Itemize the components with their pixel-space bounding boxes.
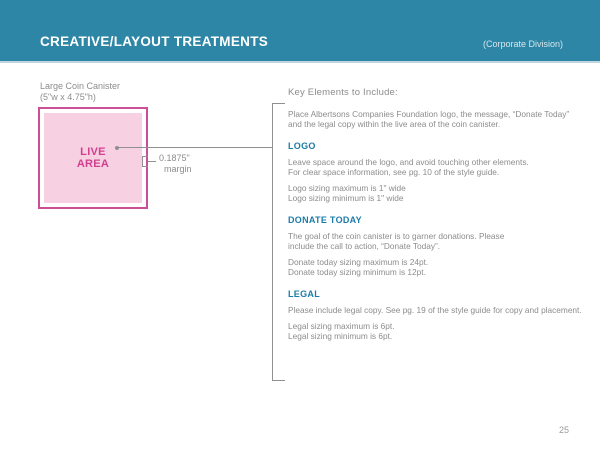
content-heading: Key Elements to Include: xyxy=(288,87,398,98)
diagram-label-dimensions: (5"w x 4.75"h) xyxy=(40,92,96,102)
body-line: Legal sizing maximum is 6pt. xyxy=(288,321,395,331)
body-line: For clear space information, see pg. 10 … xyxy=(288,167,500,177)
body-line: Leave space around the logo, and avoid t… xyxy=(288,157,529,167)
paragraph: Please include legal copy. See pg. 19 of… xyxy=(288,305,588,315)
paragraph: Donate today sizing maximum is 24pt. Don… xyxy=(288,257,588,277)
intro-line: and the legal copy within the live area … xyxy=(288,119,501,129)
page-title: CREATIVE/LAYOUT TREATMENTS xyxy=(40,34,269,49)
paragraph: Leave space around the logo, and avoid t… xyxy=(288,157,588,177)
body-line: include the call to action, “Donate Toda… xyxy=(288,241,441,251)
section-legal-title: LEGAL xyxy=(288,289,320,299)
body-line: Please include legal copy. See pg. 19 of… xyxy=(288,305,582,315)
body-line: Logo sizing maximum is 1" wide xyxy=(288,183,406,193)
header-bar: CREATIVE/LAYOUT TREATMENTS (Corporate Di… xyxy=(0,0,600,63)
paragraph: Legal sizing maximum is 6pt. Legal sizin… xyxy=(288,321,588,341)
margin-annotation: 0.1875" margin xyxy=(159,153,192,175)
diagram-label: Large Coin Canister (5"w x 4.75"h) xyxy=(40,81,120,103)
margin-bracket xyxy=(142,156,148,167)
section-donate-today: DONATE TODAY The goal of the coin canist… xyxy=(288,215,588,277)
page-number: 25 xyxy=(558,425,569,435)
body-line: The goal of the coin canister is to garn… xyxy=(288,231,505,241)
margin-value: 0.1875" xyxy=(159,153,190,163)
intro-line: Place Albertsons Companies Foundation lo… xyxy=(288,109,570,119)
section-logo-title: LOGO xyxy=(288,141,316,151)
paragraph: Logo sizing maximum is 1" wide Logo sizi… xyxy=(288,183,588,203)
intro-paragraph: Place Albertsons Companies Foundation lo… xyxy=(288,109,588,129)
live-area-label: LIVE AREA xyxy=(76,145,110,171)
body-line: Legal sizing minimum is 6pt. xyxy=(288,331,393,341)
section-legal: LEGAL Please include legal copy. See pg.… xyxy=(288,289,588,341)
body-line: Donate today sizing minimum is 12pt. xyxy=(288,267,426,277)
body-line: Logo sizing minimum is 1" wide xyxy=(288,193,404,203)
body-line: Donate today sizing maximum is 24pt. xyxy=(288,257,429,267)
key-elements-panel: Key Elements to Include: Place Albertson… xyxy=(288,87,588,347)
canister-outline: LIVE AREA xyxy=(38,107,148,209)
connector-dot xyxy=(115,146,119,150)
content-bracket xyxy=(272,103,285,381)
margin-dash xyxy=(148,161,156,162)
section-donate-today-title: DONATE TODAY xyxy=(288,215,362,225)
diagram-label-name: Large Coin Canister xyxy=(40,81,121,91)
live-area: LIVE AREA xyxy=(44,113,142,203)
connector-line xyxy=(118,147,273,148)
margin-label: margin xyxy=(164,164,192,174)
paragraph: The goal of the coin canister is to garn… xyxy=(288,231,588,251)
header-subtitle: (Corporate Division) xyxy=(482,39,563,49)
section-logo: LOGO Leave space around the logo, and av… xyxy=(288,141,588,203)
